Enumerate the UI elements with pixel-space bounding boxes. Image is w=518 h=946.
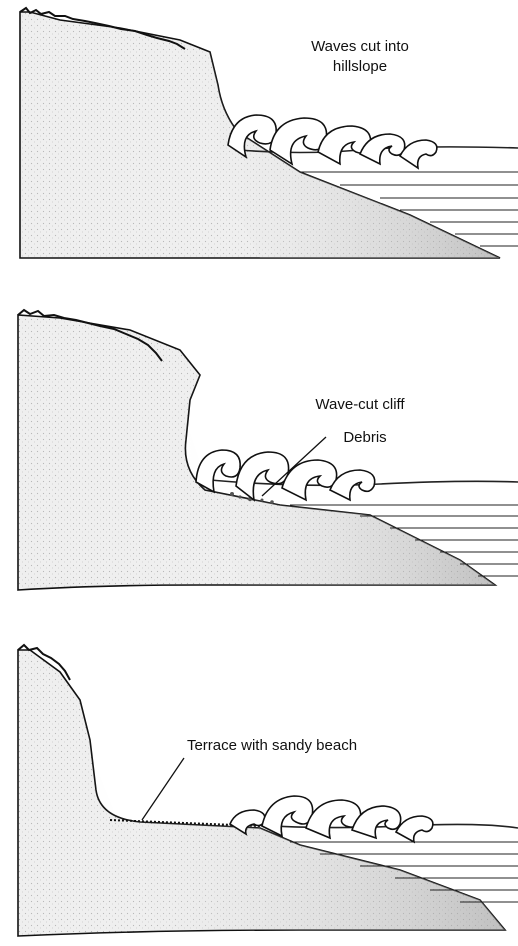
label-waves-cut-line1: Waves cut into bbox=[311, 38, 409, 55]
label-debris: Debris bbox=[343, 429, 386, 446]
panel-waves-cut-hillslope: Waves cut into hillslope bbox=[20, 8, 518, 258]
panel-wave-cut-cliff: Wave-cut cliff Debris bbox=[18, 310, 518, 590]
leader-terrace bbox=[142, 758, 184, 820]
label-wave-cut-cliff: Wave-cut cliff bbox=[315, 396, 405, 413]
label-terrace-sandy-beach: Terrace with sandy beach bbox=[187, 737, 357, 754]
panel-terrace-sandy-beach: Terrace with sandy beach bbox=[18, 645, 518, 936]
label-waves-cut-line2: hillslope bbox=[333, 58, 387, 75]
